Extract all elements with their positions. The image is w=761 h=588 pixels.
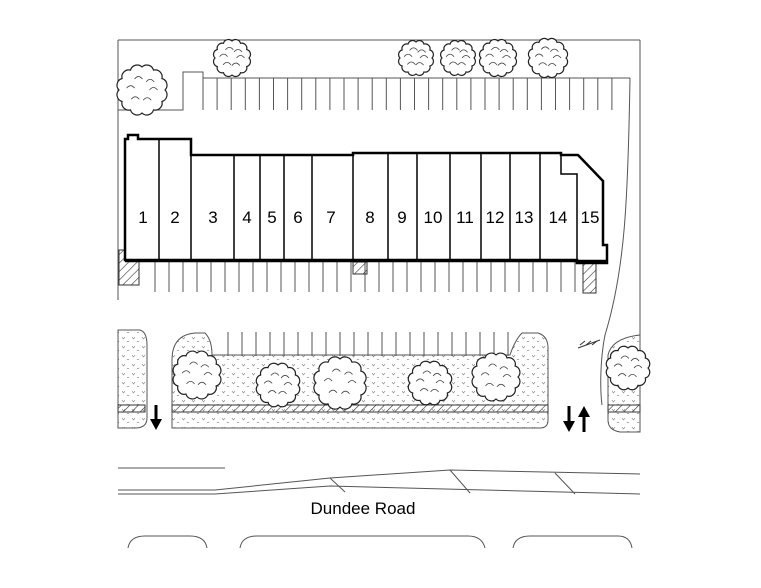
hatched-walk-right bbox=[607, 404, 641, 413]
tree-icon bbox=[313, 356, 367, 410]
landscape-island-left bbox=[117, 329, 148, 429]
parking-stripes-island bbox=[227, 332, 509, 356]
unit-5: 5 bbox=[267, 208, 276, 227]
unit-8: 8 bbox=[365, 208, 374, 227]
unit-7: 7 bbox=[326, 208, 335, 227]
arrow-down-icon bbox=[150, 405, 162, 430]
tree-icon bbox=[398, 40, 434, 76]
unit-6: 6 bbox=[293, 208, 302, 227]
unit-13: 13 bbox=[515, 208, 534, 227]
unit-3: 3 bbox=[208, 208, 217, 227]
unit-9: 9 bbox=[397, 208, 406, 227]
unit-labels: 1 2 3 4 5 6 7 8 9 10 11 12 13 14 15 bbox=[138, 208, 599, 227]
tree-icon bbox=[116, 64, 168, 116]
retail-building bbox=[123, 133, 609, 265]
tree-icon bbox=[407, 360, 453, 406]
two-way-arrow-icon bbox=[563, 406, 590, 432]
unit-11: 11 bbox=[456, 208, 474, 227]
unit-2: 2 bbox=[170, 208, 179, 227]
tree-icon bbox=[478, 38, 518, 78]
unit-12: 12 bbox=[486, 208, 505, 227]
parking-stripes-top bbox=[202, 78, 613, 110]
tree-icon bbox=[255, 362, 301, 408]
road-lines bbox=[118, 467, 641, 549]
hatched-walk-center bbox=[171, 404, 549, 413]
hatched-pad-right bbox=[582, 262, 597, 294]
tree-icon bbox=[440, 40, 476, 76]
parking-stripes-building bbox=[154, 262, 576, 292]
hatched-pad-center bbox=[352, 261, 368, 275]
tree-icon bbox=[471, 352, 521, 402]
trees bbox=[116, 37, 651, 410]
tree-icon bbox=[527, 37, 569, 79]
hatched-walk-left bbox=[117, 404, 146, 413]
hatch-mark-right bbox=[577, 339, 601, 349]
unit-1: 1 bbox=[138, 208, 147, 227]
unit-4: 4 bbox=[242, 208, 251, 227]
tree-icon bbox=[605, 345, 651, 391]
unit-10: 10 bbox=[424, 208, 443, 227]
unit-14: 14 bbox=[549, 208, 568, 227]
tree-icon bbox=[172, 350, 222, 400]
unit-15: 15 bbox=[581, 208, 600, 227]
road-name: Dundee Road bbox=[311, 499, 416, 518]
tree-icon bbox=[212, 38, 252, 78]
